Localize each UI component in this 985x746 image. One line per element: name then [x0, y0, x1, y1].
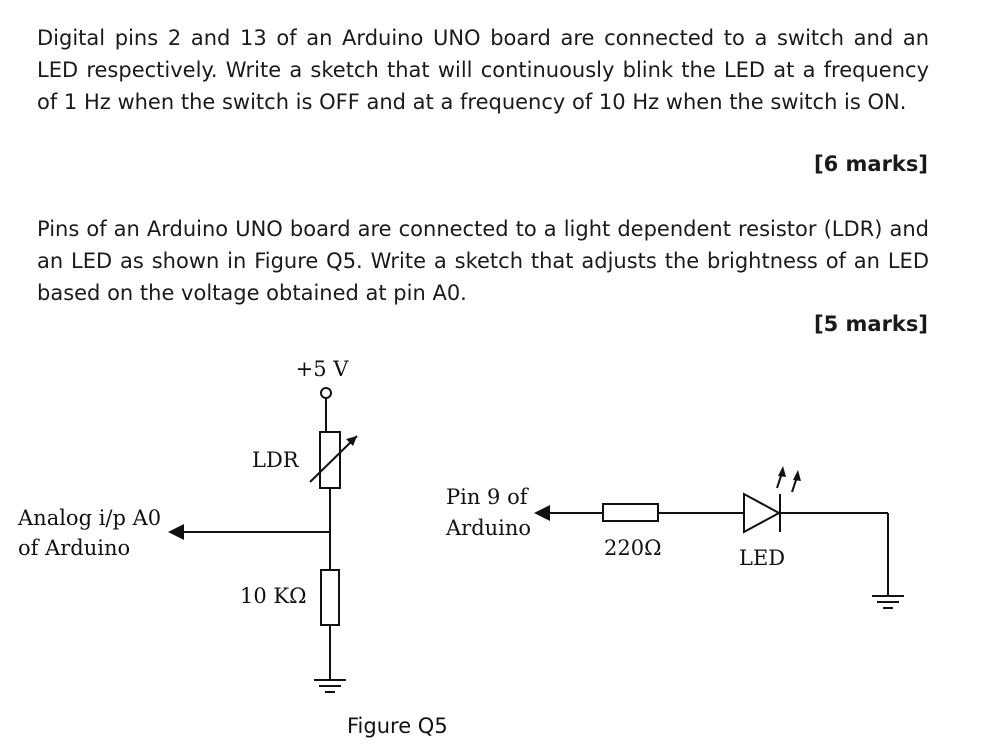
- led-label: LED: [739, 546, 785, 570]
- question-1-marks: [6 marks]: [814, 152, 928, 176]
- analog-arrow-icon: [168, 524, 184, 540]
- question-2-marks: [5 marks]: [814, 312, 928, 336]
- figure-caption: Figure Q5: [347, 714, 448, 738]
- analog-label-line1: Analog i/p A0: [17, 506, 161, 530]
- ground-right-icon: [872, 595, 904, 609]
- analog-label-line2: of Arduino: [18, 536, 130, 560]
- pin9-label-line1: Pin 9 of: [446, 485, 530, 509]
- pin9-label-line2: Arduino: [445, 516, 531, 540]
- pin9-arrow-icon: [534, 505, 550, 521]
- resistor-10k-label: 10 KΩ: [240, 584, 307, 608]
- supply-terminal: [320, 387, 332, 399]
- ldr-label: LDR: [252, 448, 300, 472]
- led-symbol: [743, 466, 801, 534]
- question-2-text: Pins of an Arduino UNO board are connect…: [37, 217, 929, 305]
- ldr-symbol: [309, 431, 358, 489]
- supply-label: +5 V: [296, 357, 350, 381]
- resistor-10k: [320, 569, 340, 626]
- resistor-220: [602, 503, 659, 522]
- ground-left-icon: [314, 679, 346, 693]
- resistor-220-label: 220Ω: [604, 536, 662, 560]
- question-1-text: Digital pins 2 and 13 of an Arduino UNO …: [37, 26, 929, 114]
